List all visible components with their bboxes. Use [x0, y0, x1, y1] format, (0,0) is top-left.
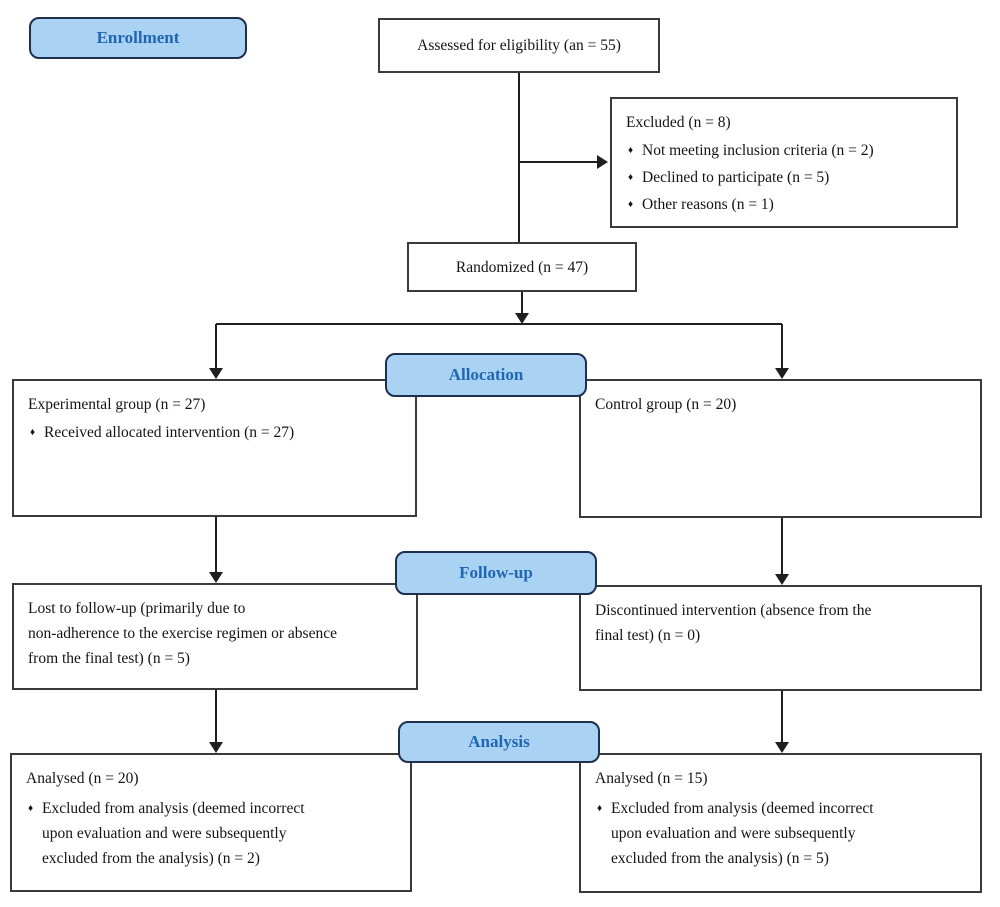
- excluded-title: Excluded (n = 8): [626, 114, 731, 131]
- connector-discontinued-to-analysed: [781, 691, 783, 743]
- analysed-control-bullet-text: Excluded from analysis (deemed incorrect…: [611, 800, 874, 867]
- stage-label-followup-text: Follow-up: [459, 563, 533, 582]
- arrowhead-down-lost-icon: [209, 572, 223, 583]
- connector-split-horizontal: [216, 323, 782, 325]
- analysed-control-box: Analysed (n = 15) ♦ Excluded from analys…: [579, 753, 982, 893]
- connector-split-to-control: [781, 324, 783, 369]
- stage-label-allocation: Allocation: [385, 353, 587, 397]
- excluded-box: Excluded (n = 8) ♦ Not meeting inclusion…: [610, 97, 958, 228]
- lost-followup-box: Lost to follow-up (primarily due to non-…: [12, 583, 418, 690]
- excluded-bullet-1: ♦ Not meeting inclusion criteria (n = 2): [626, 138, 942, 163]
- connector-randomized-to-split: [521, 292, 523, 316]
- stage-label-allocation-text: Allocation: [448, 365, 524, 384]
- stage-label-analysis-text: Analysis: [468, 732, 530, 751]
- lost-followup-content: Lost to follow-up (primarily due to non-…: [14, 585, 416, 682]
- arrowhead-down-analysed-experimental-icon: [209, 742, 223, 753]
- arrowhead-right-excluded-icon: [597, 155, 608, 169]
- discontinued-content: Discontinued intervention (absence from …: [581, 587, 980, 659]
- randomized-text: Randomized (n = 47): [455, 258, 589, 276]
- arrowhead-down-control-icon: [775, 368, 789, 379]
- analysed-experimental-content: Analysed (n = 20) ♦ Excluded from analys…: [12, 755, 410, 882]
- analysed-experimental-bullet: ♦ Excluded from analysis (deemed incorre…: [26, 796, 396, 871]
- stage-label-enrollment: Enrollment: [29, 17, 247, 59]
- excluded-box-content: Excluded (n = 8) ♦ Not meeting inclusion…: [612, 99, 956, 228]
- excluded-bullet-3: ♦ Other reasons (n = 1): [626, 192, 942, 217]
- experimental-group-bullet-1: ♦ Received allocated intervention (n = 2…: [28, 420, 401, 445]
- analysed-experimental-bullet-text: Excluded from analysis (deemed incorrect…: [42, 800, 305, 867]
- diamond-bullet-icon: ♦: [30, 427, 36, 438]
- stage-label-analysis: Analysis: [398, 721, 600, 763]
- assessed-eligibility-box: Assessed for eligibility (an = 55): [378, 18, 660, 73]
- analysed-control-title: Analysed (n = 15): [595, 770, 708, 787]
- control-group-box: Control group (n = 20): [579, 379, 982, 518]
- randomized-box: Randomized (n = 47): [407, 242, 637, 292]
- control-group-title: Control group (n = 20): [595, 396, 737, 413]
- diamond-bullet-icon: ♦: [597, 803, 603, 814]
- diamond-bullet-icon: ♦: [628, 172, 634, 183]
- diamond-bullet-icon: ♦: [628, 199, 634, 210]
- experimental-group-title: Experimental group (n = 27): [28, 396, 206, 413]
- analysed-control-content: Analysed (n = 15) ♦ Excluded from analys…: [581, 755, 980, 882]
- stage-label-enrollment-text: Enrollment: [96, 28, 180, 47]
- arrowhead-down-discontinued-icon: [775, 574, 789, 585]
- stage-label-followup: Follow-up: [395, 551, 597, 595]
- connector-control-to-discontinued: [781, 518, 783, 575]
- experimental-group-content: Experimental group (n = 27) ♦ Received a…: [14, 381, 415, 456]
- assessed-eligibility-text: Assessed for eligibility (an = 55): [417, 37, 621, 54]
- lost-followup-text: Lost to follow-up (primarily due to non-…: [28, 600, 337, 667]
- analysed-control-bullet: ♦ Excluded from analysis (deemed incorre…: [595, 796, 966, 871]
- excluded-bullet-2-text: Declined to participate (n = 5): [642, 169, 830, 186]
- analysed-experimental-title: Analysed (n = 20): [26, 770, 139, 787]
- experimental-group-box: Experimental group (n = 27) ♦ Received a…: [12, 379, 417, 517]
- excluded-bullet-1-text: Not meeting inclusion criteria (n = 2): [642, 142, 874, 159]
- discontinued-text: Discontinued intervention (absence from …: [595, 602, 872, 644]
- connector-experimental-to-lost: [215, 517, 217, 573]
- arrowhead-down-split-icon: [515, 313, 529, 324]
- analysed-experimental-box: Analysed (n = 20) ♦ Excluded from analys…: [10, 753, 412, 892]
- excluded-bullet-2: ♦ Declined to participate (n = 5): [626, 165, 942, 190]
- connector-split-to-experimental: [215, 324, 217, 369]
- control-group-content: Control group (n = 20): [581, 381, 980, 429]
- diamond-bullet-icon: ♦: [628, 145, 634, 156]
- arrowhead-down-experimental-icon: [209, 368, 223, 379]
- connector-lost-to-analysed: [215, 690, 217, 743]
- excluded-bullet-3-text: Other reasons (n = 1): [642, 196, 774, 213]
- discontinued-box: Discontinued intervention (absence from …: [579, 585, 982, 691]
- diamond-bullet-icon: ♦: [28, 803, 34, 814]
- experimental-group-bullet-1-text: Received allocated intervention (n = 27): [44, 424, 295, 441]
- arrowhead-down-analysed-control-icon: [775, 742, 789, 753]
- connector-branch-to-excluded: [519, 161, 598, 163]
- connector-assessed-to-randomized: [518, 73, 520, 242]
